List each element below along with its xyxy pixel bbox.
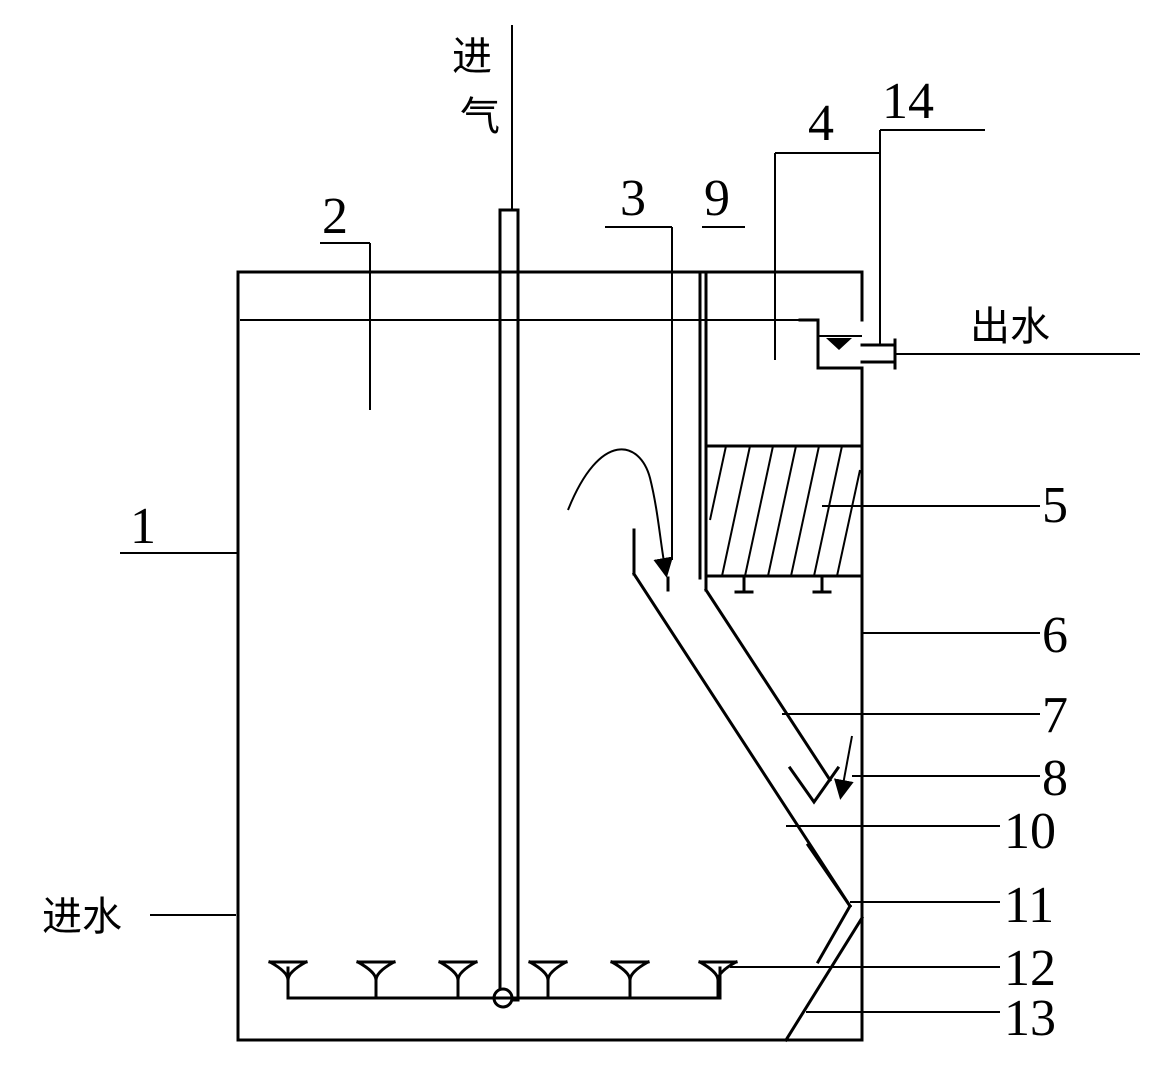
return-slope [783, 903, 865, 1043]
label-4: 4 [808, 95, 834, 152]
label-1: 1 [130, 498, 156, 555]
filter-media [704, 444, 864, 594]
label-7: 7 [1042, 687, 1068, 744]
label-12: 12 [1004, 940, 1056, 997]
aerator-head [609, 959, 651, 1000]
aerator-manifold [267, 959, 739, 1000]
flow-arrow [567, 448, 674, 578]
label-11: 11 [1004, 877, 1054, 934]
label-5: 5 [1042, 477, 1068, 534]
water-inlet-label: 进水 [42, 894, 122, 940]
tank-body [236, 270, 864, 1042]
leader-lines [120, 129, 1040, 1013]
label-3: 3 [620, 170, 646, 227]
label-8: 8 [1042, 750, 1068, 807]
aerator-head [355, 959, 397, 1000]
label-10: 10 [1004, 803, 1056, 860]
air-inlet-label-1: 进 [452, 34, 492, 80]
label-14: 14 [882, 73, 934, 130]
air-inlet-label-2: 气 [460, 94, 500, 140]
water-outlet-label: 出水 [970, 304, 1050, 350]
label-9: 9 [704, 170, 730, 227]
aeration-pipe [492, 25, 520, 1009]
aerator-head [267, 959, 309, 982]
outlet-pipe [860, 338, 1140, 370]
inclined-channel [631, 528, 853, 909]
label-2: 2 [322, 188, 348, 245]
outlet-weir [798, 318, 864, 370]
flow-arrow [833, 735, 854, 800]
label-6: 6 [1042, 607, 1068, 664]
aerator-head [697, 959, 739, 1000]
aerator-head [437, 959, 479, 1000]
label-13: 13 [1004, 990, 1056, 1047]
aerator-head [527, 959, 569, 1000]
